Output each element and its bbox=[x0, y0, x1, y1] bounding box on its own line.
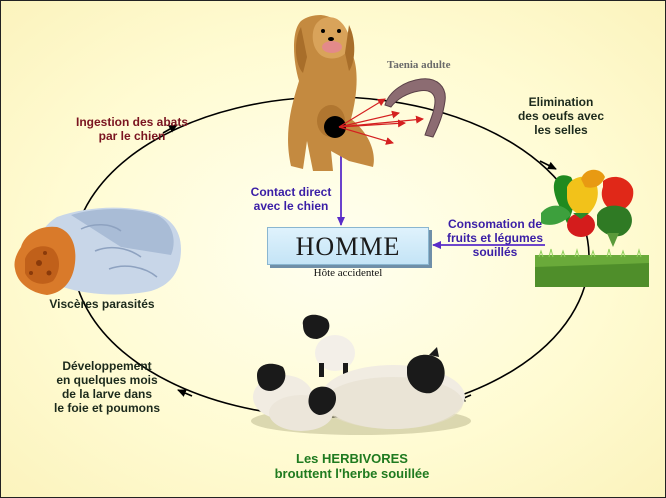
intestine-marker-icon bbox=[324, 116, 346, 138]
ingestion-label: Ingestion des abats par le chien bbox=[75, 115, 189, 143]
vegetables-image bbox=[541, 169, 634, 247]
visceres-label: Viscères parasités bbox=[49, 297, 155, 311]
grass-image bbox=[535, 248, 649, 287]
homme-box: HOMME bbox=[267, 227, 429, 265]
hote-accidentel-label: Hôte accidentel bbox=[313, 267, 383, 279]
sheep-image bbox=[251, 314, 471, 435]
liver-image bbox=[14, 207, 181, 295]
tapeworm-image bbox=[384, 78, 446, 138]
herbivores-label: Les HERBIVORES brouttent l'herbe souillé… bbox=[274, 451, 430, 481]
cycle-arrow-developpement bbox=[177, 389, 193, 397]
consomation-label: Consomation de fruits et légumes souillé… bbox=[446, 217, 544, 259]
taenia-adulte-label: Taenia adulte bbox=[387, 59, 451, 71]
red-arrows bbox=[338, 98, 424, 145]
elimination-label: Elimination des oeufs avec les selles bbox=[517, 95, 605, 137]
cycle-arrow-elimination bbox=[539, 160, 557, 170]
cycle-arrow-ingestion bbox=[162, 124, 178, 134]
developpement-label: Développement en quelques mois de la lar… bbox=[53, 359, 160, 415]
dog-image bbox=[288, 15, 374, 171]
contact-label: Contact direct avec le chien bbox=[250, 185, 332, 213]
